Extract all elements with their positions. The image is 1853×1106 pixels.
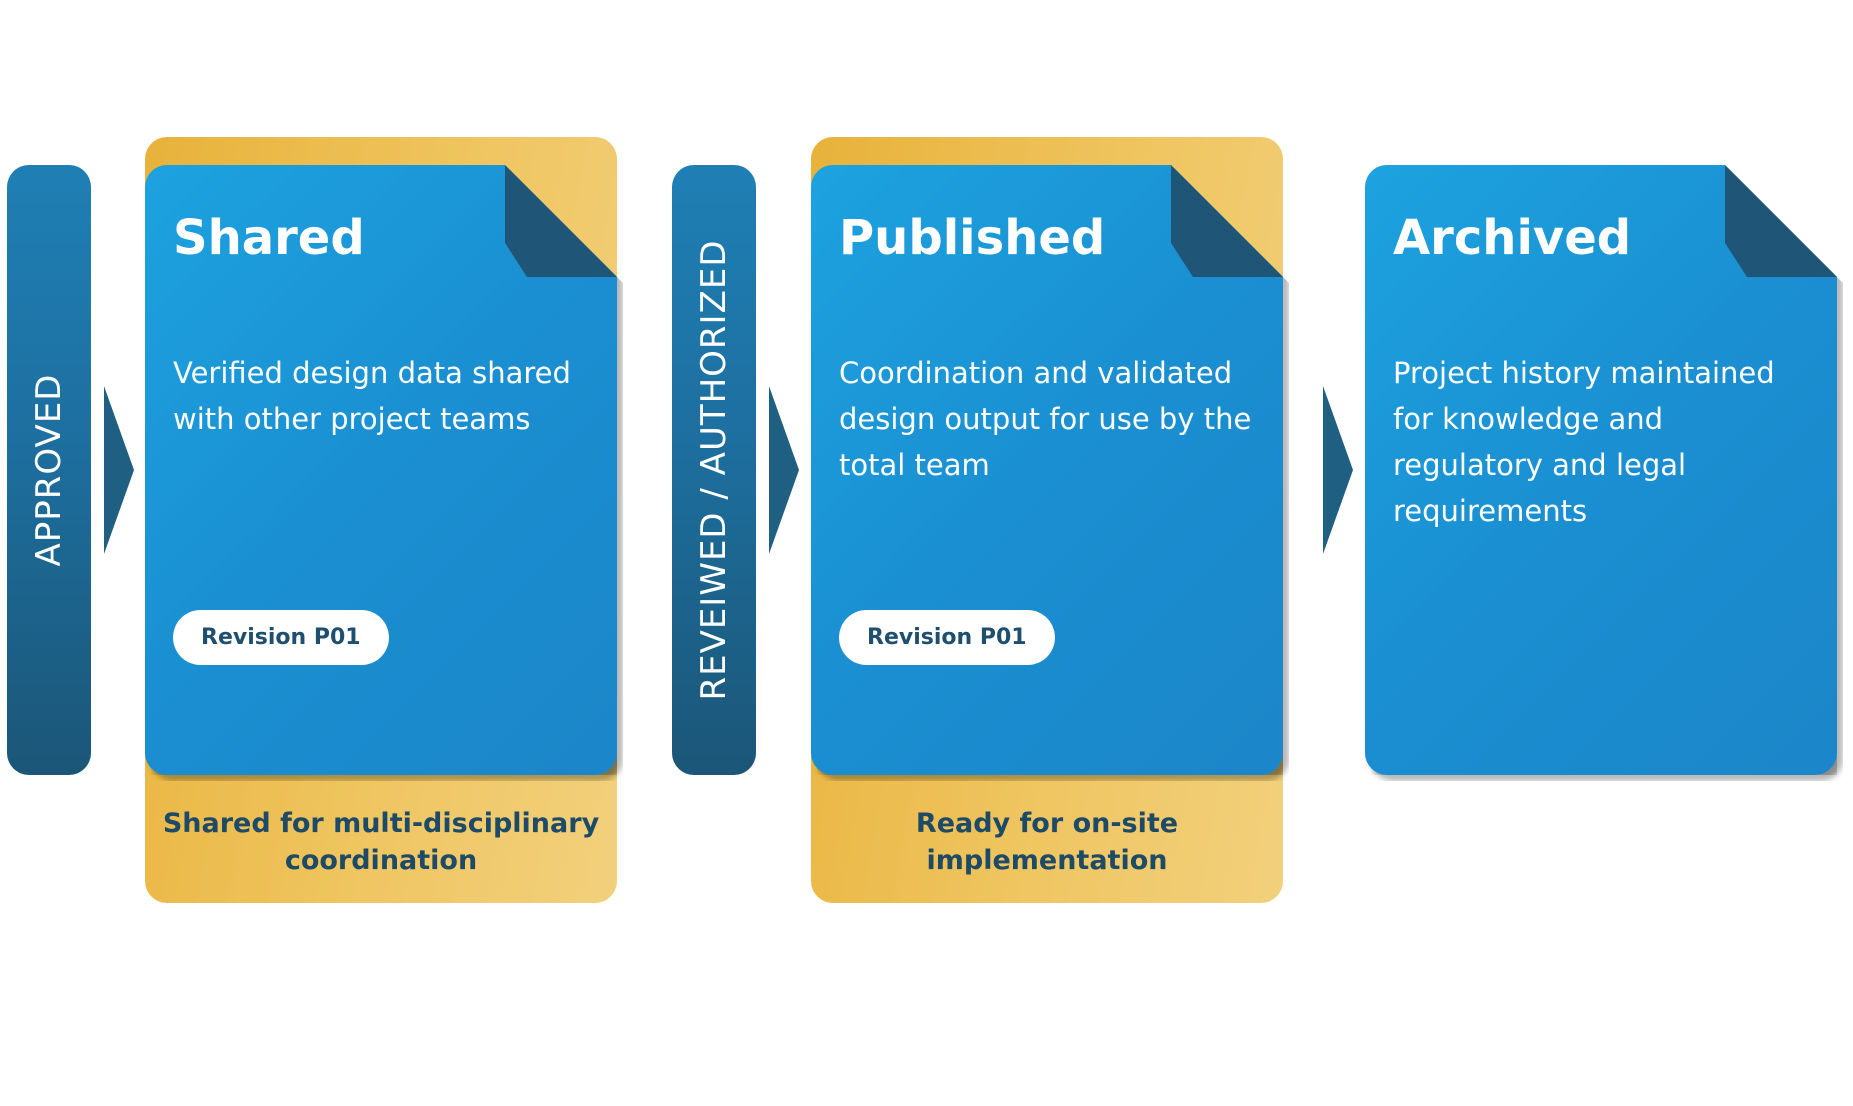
revision-badge: Revision P01 [173, 610, 389, 665]
published-caption: Ready for on-site implementation [915, 808, 1179, 876]
stage-title: Shared [173, 210, 365, 266]
arrow-right-icon [769, 386, 799, 554]
gate-label: REVEIWED / AUTHORIZED [694, 239, 734, 701]
revision-badge: Revision P01 [839, 610, 1055, 665]
shared-caption: Shared for multi-disciplinary coordinati… [162, 808, 600, 876]
stage-title: Archived [1393, 210, 1632, 266]
page-fold-icon [1725, 165, 1837, 277]
stage-title: Published [839, 210, 1106, 266]
gate-approved: APPROVED [7, 165, 91, 775]
stage-description: Coordination and validated design output… [839, 356, 1252, 482]
stage-description: Verified design data shared with other p… [173, 356, 571, 436]
arrow-right-icon [1323, 386, 1353, 554]
gate-reviewed-authorized: REVEIWED / AUTHORIZED [672, 165, 756, 775]
gate-label: APPROVED [29, 373, 69, 567]
arrow-right-icon [104, 386, 134, 554]
stage-description: Project history maintained for knowledge… [1393, 356, 1775, 528]
